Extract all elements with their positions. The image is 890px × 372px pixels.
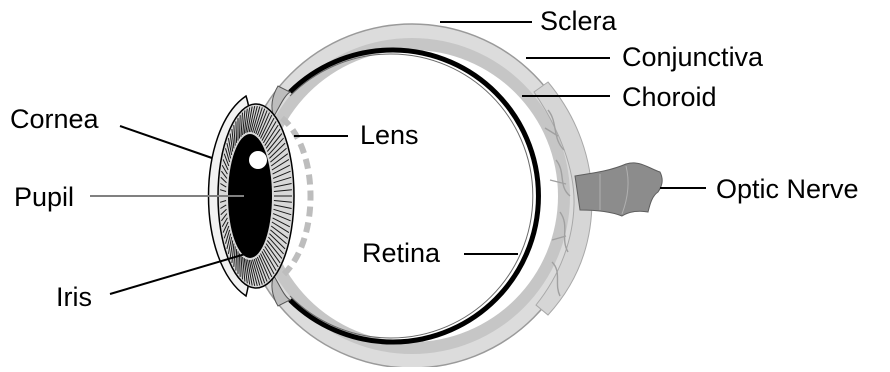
label-sclera: Sclera bbox=[540, 8, 617, 35]
label-optic-nerve: Optic Nerve bbox=[716, 176, 859, 203]
iris-fiber bbox=[236, 121, 237, 142]
label-retina: Retina bbox=[362, 240, 440, 267]
label-pupil: Pupil bbox=[14, 184, 74, 211]
iris-fiber bbox=[240, 254, 241, 277]
iris-fiber bbox=[240, 115, 241, 138]
label-cornea: Cornea bbox=[10, 106, 99, 133]
leader-cornea bbox=[120, 126, 212, 158]
label-lens: Lens bbox=[360, 122, 419, 149]
label-choroid: Choroid bbox=[622, 84, 717, 111]
label-conjunctiva: Conjunctiva bbox=[622, 44, 763, 71]
iris-fiber bbox=[236, 249, 237, 271]
pupil-highlight bbox=[249, 151, 267, 169]
label-iris: Iris bbox=[56, 284, 92, 311]
